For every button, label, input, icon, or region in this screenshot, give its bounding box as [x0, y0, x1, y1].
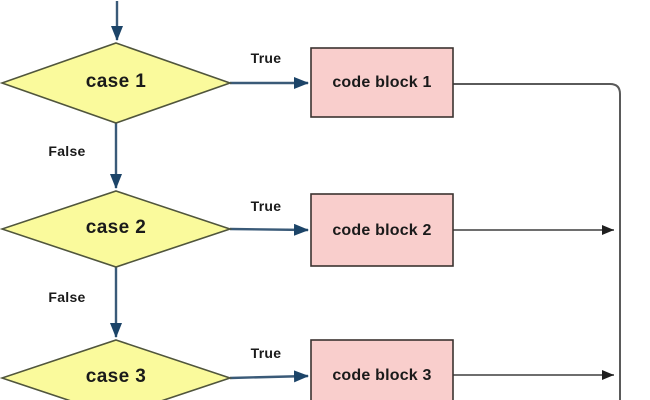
process-code-block-3	[310, 339, 454, 400]
edge-label-true-2: True	[250, 198, 282, 214]
process-label-code-block-3: code block 3	[332, 367, 432, 384]
decision-case-2	[0, 190, 233, 268]
edge-label-false-2: False	[48, 289, 86, 305]
decision-label-case-2: case 2	[85, 217, 147, 238]
edge-label-true-1: True	[250, 50, 282, 66]
decision-case-3	[0, 339, 233, 400]
edge-label-false-1: False	[48, 143, 86, 159]
process-label-code-block-2: code block 2	[332, 222, 432, 239]
arrow-true-case-3-to-block-3	[229, 370, 309, 383]
arrow-true-case-2-to-block-2	[229, 223, 309, 236]
process-code-block-2	[310, 193, 454, 267]
decision-case-1	[0, 42, 233, 124]
process-label-code-block-1: code block 1	[332, 74, 432, 91]
decision-label-case-3: case 3	[85, 366, 147, 387]
collector-line-from-block-1	[453, 83, 621, 400]
decision-label-case-1: case 1	[85, 71, 147, 92]
edge-label-true-3: True	[250, 345, 282, 361]
process-code-block-1	[310, 47, 454, 118]
